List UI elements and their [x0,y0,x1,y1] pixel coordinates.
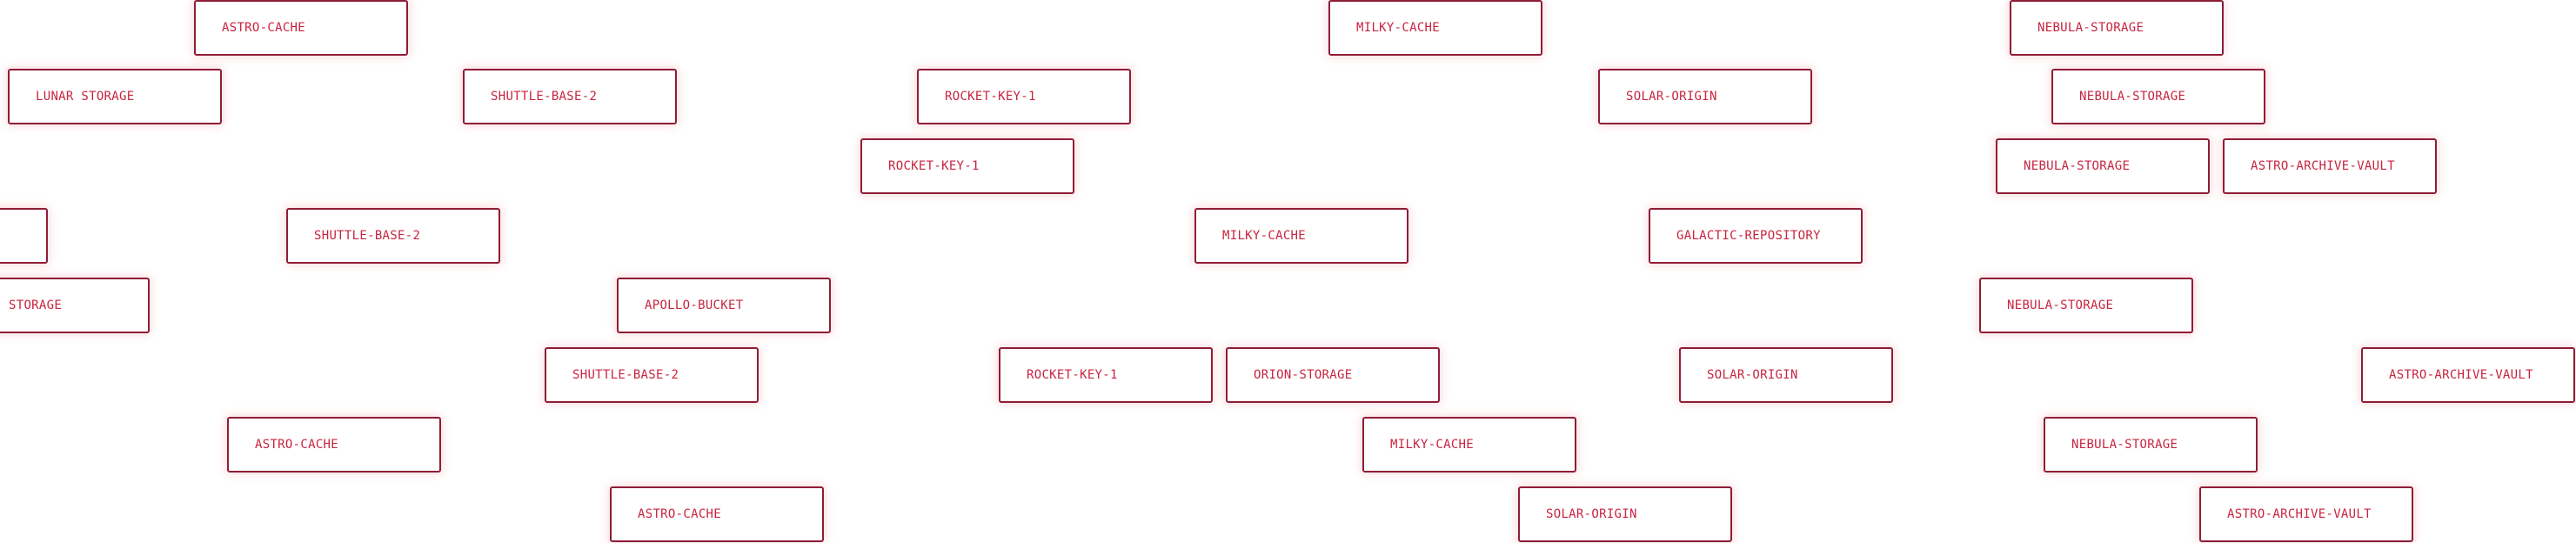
tag-astro-cache[interactable]: ASTRO-CACHE [610,486,824,542]
tag-label: MILKY-CACHE [1390,438,1475,452]
tag-label: MILKY-CACHE [1222,229,1307,243]
tag-nebula-storage[interactable]: NEBULA-STORAGE [2051,69,2265,124]
tag-nebula-storage[interactable]: NEBULA-STORAGE [1996,138,2210,194]
tag-label: ORION-STORAGE [1254,368,1353,382]
tag-galactic-repository[interactable]: GALACTIC-REPOSITORY [1649,208,1863,264]
tag-label: SHUTTLE-BASE-2 [314,229,421,243]
tag-astro-cache[interactable]: ASTRO-CACHE [194,0,408,56]
tag-storage-clipped[interactable]: STORAGE [0,278,150,333]
tag-label: NEBULA-STORAGE [2037,21,2144,35]
tag-nebula-storage[interactable]: NEBULA-STORAGE [2044,417,2258,473]
tag-clipped-left[interactable] [0,208,48,264]
tag-milky-cache[interactable]: MILKY-CACHE [1194,208,1408,264]
tag-shuttle-base-2[interactable]: SHUTTLE-BASE-2 [545,347,759,403]
tag-rocket-key-1[interactable]: ROCKET-KEY-1 [917,69,1131,124]
tag-label: MILKY-CACHE [1356,21,1441,35]
tag-label: NEBULA-STORAGE [2007,298,2114,312]
tag-label: ROCKET-KEY-1 [945,90,1036,104]
tag-rocket-key-1[interactable]: ROCKET-KEY-1 [860,138,1074,194]
tag-label: LUNAR STORAGE [36,90,135,104]
tag-label: ASTRO-ARCHIVE-VAULT [2389,368,2533,382]
tag-astro-archive-vault[interactable]: ASTRO-ARCHIVE-VAULT [2199,486,2413,542]
tag-label: GALACTIC-REPOSITORY [1676,229,1821,243]
tag-astro-archive-vault[interactable]: ASTRO-ARCHIVE-VAULT [2361,347,2575,403]
tag-label: SOLAR-ORIGIN [1626,90,1717,104]
tag-label: SOLAR-ORIGIN [1707,368,1798,382]
tag-label: STORAGE [9,298,63,312]
tag-label: ASTRO-ARCHIVE-VAULT [2227,507,2372,521]
tag-label: SOLAR-ORIGIN [1546,507,1637,521]
tag-shuttle-base-2[interactable]: SHUTTLE-BASE-2 [463,69,677,124]
tag-astro-archive-vault[interactable]: ASTRO-ARCHIVE-VAULT [2223,138,2437,194]
tag-shuttle-base-2[interactable]: SHUTTLE-BASE-2 [286,208,500,264]
tag-label: SHUTTLE-BASE-2 [572,368,679,382]
tag-rocket-key-1[interactable]: ROCKET-KEY-1 [999,347,1213,403]
tag-label: NEBULA-STORAGE [2079,90,2186,104]
tag-astro-cache[interactable]: ASTRO-CACHE [227,417,441,473]
tag-solar-origin[interactable]: SOLAR-ORIGIN [1598,69,1812,124]
tag-apollo-bucket[interactable]: APOLLO-BUCKET [617,278,831,333]
tag-label: ASTRO-CACHE [638,507,722,521]
tag-solar-origin[interactable]: SOLAR-ORIGIN [1679,347,1893,403]
tag-label: NEBULA-STORAGE [2024,159,2131,173]
tag-label: ASTRO-CACHE [255,438,339,452]
tag-nebula-storage[interactable]: NEBULA-STORAGE [1979,278,2193,333]
tag-nebula-storage[interactable]: NEBULA-STORAGE [2010,0,2224,56]
tag-solar-origin[interactable]: SOLAR-ORIGIN [1518,486,1732,542]
tag-milky-cache[interactable]: MILKY-CACHE [1328,0,1542,56]
tag-label: SHUTTLE-BASE-2 [491,90,598,104]
tag-label: ASTRO-CACHE [222,21,306,35]
tag-label: ASTRO-ARCHIVE-VAULT [2251,159,2395,173]
tag-label: APOLLO-BUCKET [645,298,744,312]
tag-milky-cache[interactable]: MILKY-CACHE [1362,417,1576,473]
tag-label: ROCKET-KEY-1 [1027,368,1118,382]
tag-lunar-storage[interactable]: LUNAR STORAGE [8,69,222,124]
tag-orion-storage[interactable]: ORION-STORAGE [1226,347,1440,403]
tag-label: NEBULA-STORAGE [2071,438,2178,452]
tag-label: ROCKET-KEY-1 [888,159,980,173]
